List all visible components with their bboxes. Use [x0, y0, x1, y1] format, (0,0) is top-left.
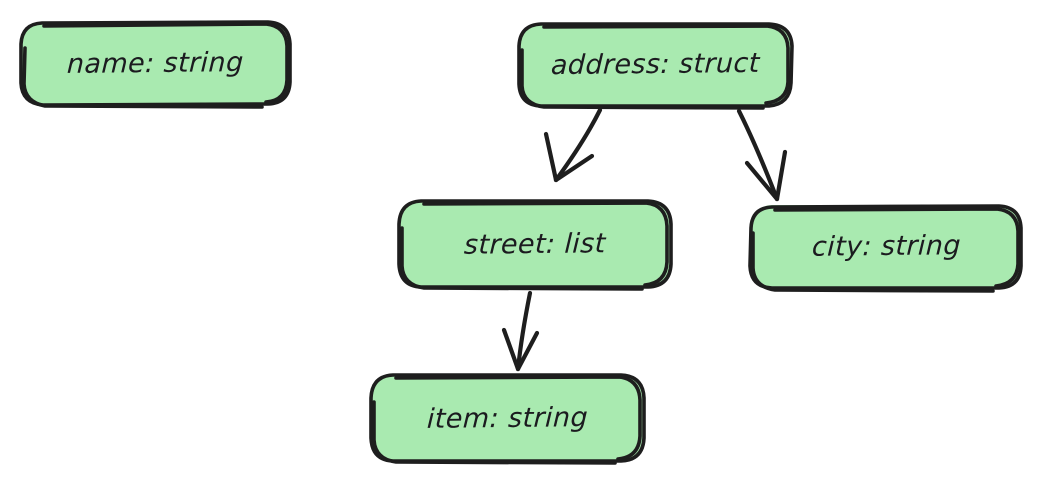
node-street[interactable]: street: list: [397, 199, 673, 291]
node-street-outline: [397, 199, 673, 291]
node-address-fill: [518, 23, 792, 106]
edge-street-to-item: [501, 290, 540, 372]
node-address[interactable]: address: struct: [517, 22, 794, 110]
node-city-outline: [748, 204, 1023, 293]
node-address-outline: [517, 22, 794, 110]
node-street-label: street: list: [463, 227, 607, 261]
node-item-outline: [369, 373, 646, 465]
node-city[interactable]: city: string: [748, 204, 1023, 293]
node-city-fill: [750, 205, 1022, 288]
node-name-outline: [19, 20, 292, 109]
node-name[interactable]: name: string: [19, 20, 292, 109]
node-item-fill: [370, 374, 645, 462]
node-city-label: city: string: [810, 230, 962, 263]
node-name-label: name: string: [66, 46, 244, 80]
node-item[interactable]: item: string: [369, 373, 646, 465]
node-item-label: item: string: [426, 401, 589, 435]
node-name-fill: [20, 22, 290, 104]
node-street-fill: [398, 200, 672, 288]
edge-address-to-city: [736, 108, 788, 202]
edge-address-to-street: [543, 107, 603, 183]
node-address-label: address: struct: [549, 47, 761, 82]
